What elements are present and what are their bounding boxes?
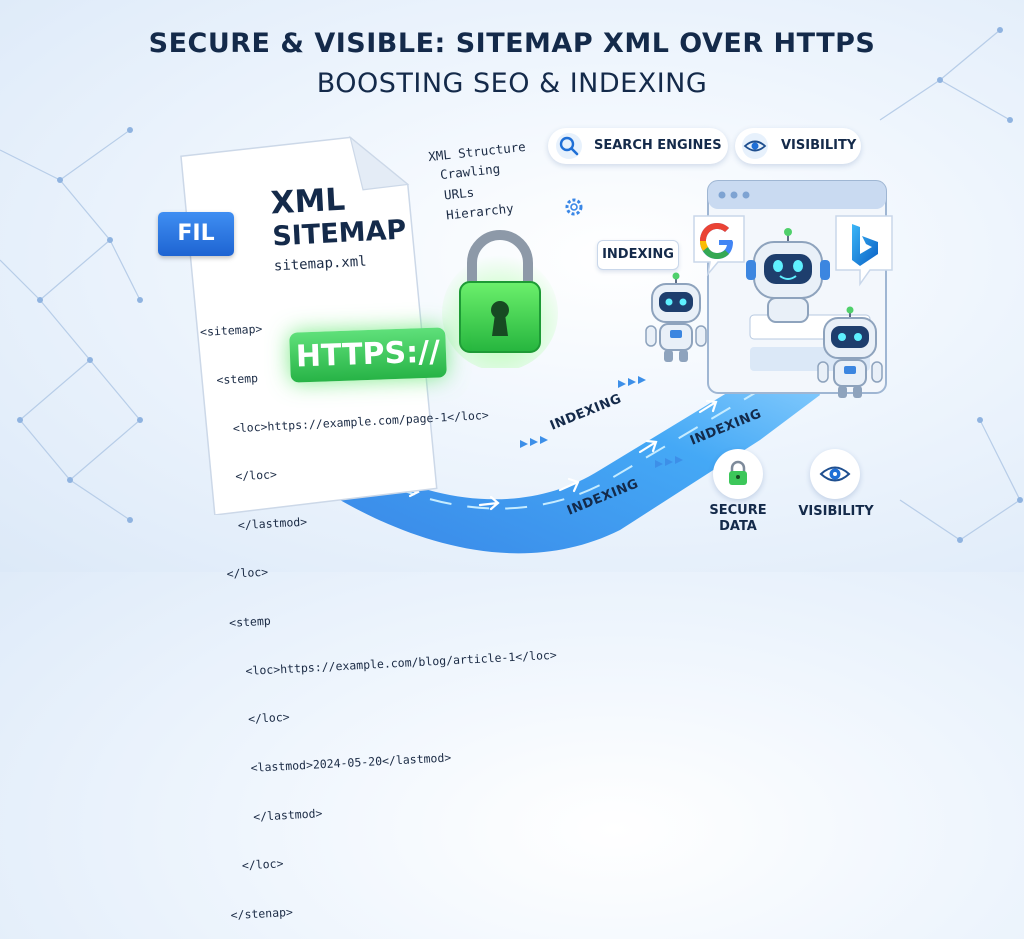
sitemap-document (180, 135, 438, 515)
file-tab: FIL (158, 212, 234, 256)
search-engines-label: SEARCH ENGINES (594, 138, 722, 153)
code-line: </stenap> (230, 904, 294, 922)
magnifier-icon (556, 133, 582, 159)
secure-data-line1: SECURE (709, 503, 767, 518)
padlock-icon (442, 230, 558, 368)
small-lock-icon (729, 460, 747, 485)
robot-icon (817, 306, 883, 398)
secure-data-badge (713, 449, 763, 499)
visibility-label: VISIBILITY (781, 138, 857, 153)
visibility-bottom-label: VISIBILITY (798, 504, 874, 519)
code-line: <loc>https://example.com/blog/article-1<… (217, 647, 558, 680)
feature-urls: URLs (443, 184, 475, 203)
robot-icon (746, 228, 830, 323)
data-stream (340, 340, 820, 554)
document-title: XML SITEMAP sitemap.xml (270, 180, 408, 275)
visibility-pill: VISIBILITY (735, 128, 861, 164)
code-line: </loc> (220, 710, 290, 728)
indexing-bubble: INDEXING (597, 240, 679, 270)
page-subtitle: BOOSTING SEO & INDEXING (316, 68, 708, 99)
code-line: </loc> (227, 856, 284, 874)
gear-icon (565, 198, 583, 216)
code-line: </lastmod> (225, 805, 323, 825)
bing-logo-icon (835, 215, 893, 287)
code-line: </loc> (207, 467, 278, 485)
search-engines-pill: SEARCH ENGINES (548, 128, 728, 164)
code-line: </loc> (212, 565, 269, 583)
eye-icon (742, 133, 768, 159)
https-badge: HTTPS:// (289, 327, 447, 383)
google-logo-icon (693, 215, 745, 277)
secure-data-line2: DATA (719, 519, 757, 534)
secure-data-label: SECURE DATA (698, 503, 778, 535)
code-line: </lastmod> (209, 514, 308, 534)
eye-icon (819, 466, 851, 482)
robot-icon (645, 272, 707, 362)
code-line: <loc>https://example.com/page-1</loc> (204, 407, 490, 437)
document-title-line2: SITEMAP (271, 214, 407, 253)
code-line: <stemp (215, 613, 272, 631)
page-title: SECURE & VISIBLE: SITEMAP XML OVER HTTPS (148, 28, 876, 59)
code-line: <lastmod>2024-05-20</lastmod> (222, 750, 452, 777)
network-background (0, 27, 1023, 543)
visibility-badge (810, 449, 860, 499)
